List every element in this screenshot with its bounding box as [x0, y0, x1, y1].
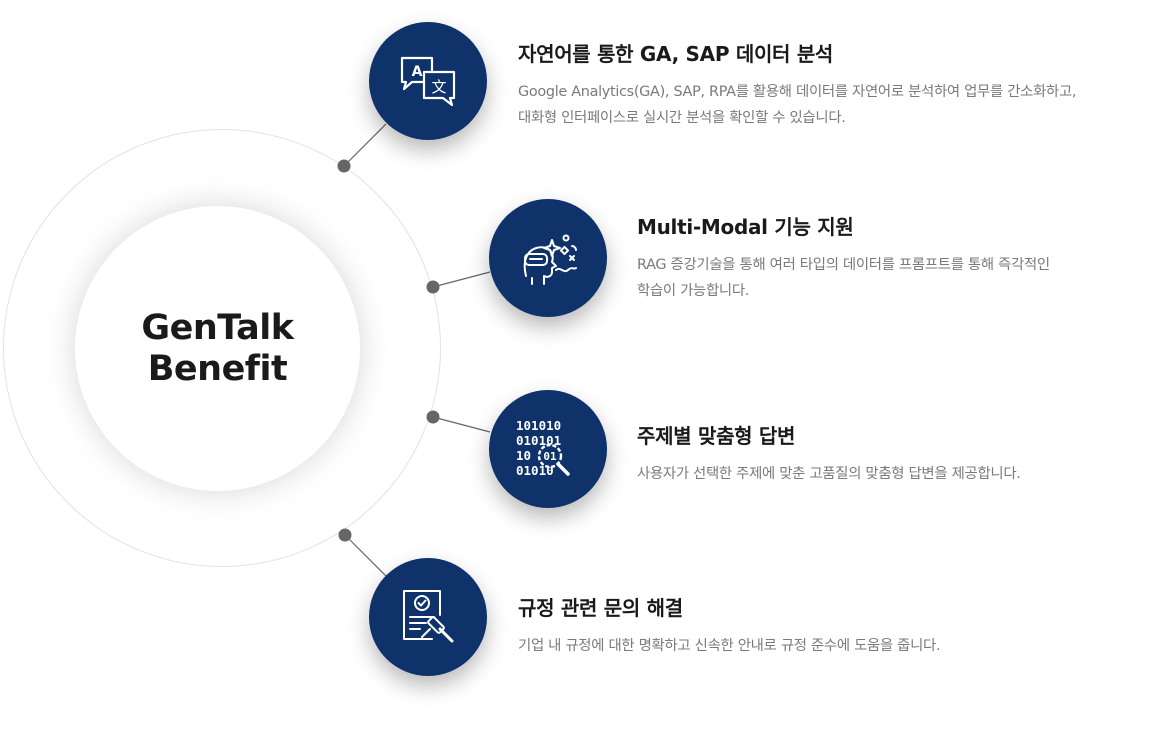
benefit-node-2	[489, 199, 607, 317]
benefit-desc-4-line1: 기업 내 규정에 대한 명확하고 신속한 안내로 규정 준수에 도움을 줍니다.	[518, 638, 941, 654]
benefit-desc-2-line1: RAG 증강기술을 통해 여러 타입의 데이터를 프롬프트를 통해 즉각적인	[637, 257, 1050, 273]
icon-binary-row1: 101010	[516, 418, 561, 433]
benefit-title-1: 자연어를 통한 GA, SAP 데이터 분석	[518, 42, 834, 66]
icon-glyph-a: A	[412, 64, 423, 80]
document-gavel-icon	[403, 590, 454, 643]
translate-bubbles-icon: A 文	[400, 56, 456, 107]
benefit-node-3: 101010 010101 10 101 01010 01	[489, 390, 607, 508]
benefit-text-2: Multi-Modal 기능 지원 RAG 증강기술을 통해 여러 타입의 데이…	[637, 211, 1050, 304]
connector-line-1	[343, 123, 387, 167]
icon-binary-row4: 01010	[516, 463, 554, 478]
benefit-text-4: 규정 관련 문의 해결 기업 내 규정에 대한 명확하고 신속한 안내로 규정 …	[518, 592, 941, 659]
benefit-title-2: Multi-Modal 기능 지원	[637, 215, 854, 239]
connector-line-2	[432, 271, 491, 288]
hub-title-line2: Benefit	[147, 348, 288, 389]
benefit-title-3: 주제별 맞춤형 답변	[637, 424, 796, 448]
benefit-node-1: A 文	[369, 22, 487, 140]
benefit-desc-2-line2: 학습이 가능합니다.	[637, 283, 750, 299]
hub-circle: GenTalk Benefit	[75, 206, 360, 491]
benefit-text-1: 자연어를 통한 GA, SAP 데이터 분석 Google Analytics(…	[518, 38, 1076, 131]
benefit-desc-3-line1: 사용자가 선택한 주제에 맞춘 고품질의 맞춤형 답변을 제공합니다.	[637, 466, 1021, 482]
svg-text:01: 01	[543, 450, 557, 463]
binary-search-icon: 101010 010101 10 101 01010 01	[516, 418, 570, 478]
benefit-desc-1-line1: Google Analytics(GA), SAP, RPA를 활용해 데이터를…	[518, 84, 1077, 100]
connector-line-3	[432, 416, 491, 433]
connector-line-4	[344, 534, 387, 577]
benefit-title-4: 규정 관련 문의 해결	[518, 596, 683, 620]
benefit-node-4	[369, 558, 487, 676]
icon-glyph-b: 文	[431, 78, 446, 96]
benefit-text-3: 주제별 맞춤형 답변 사용자가 선택한 주제에 맞춘 고품질의 맞춤형 답변을 …	[637, 420, 1021, 487]
orbit-ring	[3, 129, 441, 567]
benefit-desc-1-line2: 대화형 인터페이스로 실시간 분석을 확인할 수 있습니다.	[518, 110, 846, 126]
hub-title-line1: GenTalk	[141, 307, 294, 348]
vr-headset-icon	[523, 234, 577, 285]
